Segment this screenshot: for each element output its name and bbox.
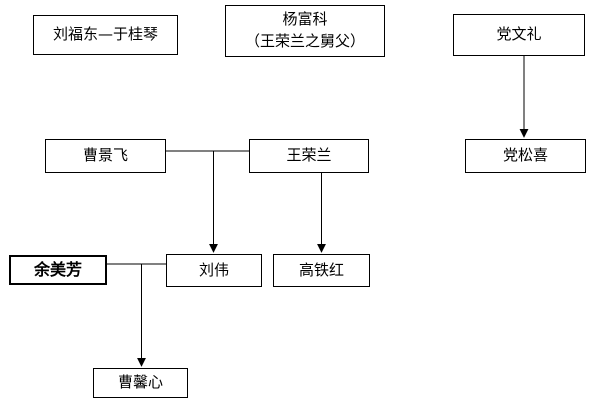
node-cao-xinxin: 曹馨心 <box>93 368 188 398</box>
node-liu-fudong-yu-guiqin: 刘福东—于桂琴 <box>33 15 178 55</box>
node-yang-fuke-line1: 杨富科 <box>282 10 328 29</box>
node-wang-ronglan: 王荣兰 <box>249 139 369 173</box>
node-gao-tiehong: 高铁红 <box>273 254 370 287</box>
node-liu-wei: 刘伟 <box>166 254 262 287</box>
node-cao-jingfei: 曹景飞 <box>45 139 166 173</box>
node-yang-fuke-text: 杨富科 （王荣兰之舅父） <box>245 9 365 53</box>
node-yang-fuke-line2: （王荣兰之舅父） <box>244 32 365 50</box>
node-yu-meifang: 余美芳 <box>9 255 107 285</box>
node-dang-songxi: 党松喜 <box>465 139 586 173</box>
node-dang-wenli: 党文礼 <box>453 14 585 56</box>
node-yang-fuke: 杨富科 （王荣兰之舅父） <box>225 5 385 57</box>
